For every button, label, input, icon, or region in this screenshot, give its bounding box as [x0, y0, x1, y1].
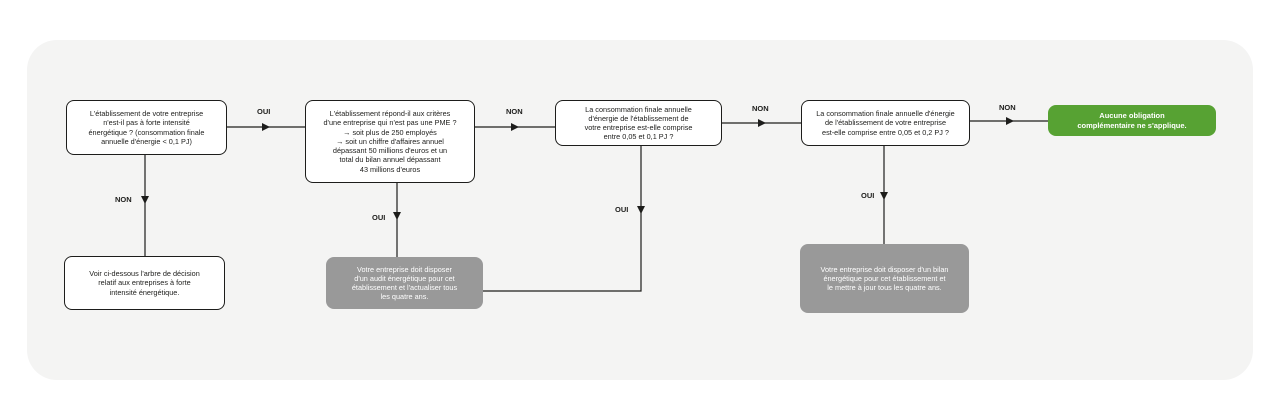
arrowhead-q4-none — [1006, 117, 1014, 125]
arrowhead-q1-q2 — [262, 123, 270, 131]
edge-label-q1-high: NON — [115, 195, 132, 204]
question-high-intensity: L'établissement de votre entreprise n'es… — [66, 100, 227, 155]
arrowhead-q4-bilan — [880, 192, 888, 200]
result-energy-balance: Votre entreprise doit disposer d'un bila… — [800, 244, 969, 313]
edge-label-q4-none: NON — [999, 103, 1016, 112]
arrowhead-q2-audit — [393, 212, 401, 220]
arrowhead-q1-high — [141, 196, 149, 204]
arrowhead-q3-audit — [637, 206, 645, 214]
edge-label-q1-q2: OUI — [257, 107, 271, 116]
result-no-obligation: Aucune obligation complémentaire ne s'ap… — [1048, 105, 1216, 136]
edge-label-q2-q3: NON — [506, 107, 523, 116]
arrowhead-q3-q4 — [758, 119, 766, 127]
question-consumption-0-05-0-2: La consommation finale annuelle d'énergi… — [801, 100, 970, 146]
edge-q3-audit — [483, 146, 642, 292]
question-consumption-0-05-0-1: La consommation finale annuelle d'énergi… — [555, 100, 722, 146]
edge-label-q3-audit: OUI — [615, 205, 629, 214]
result-energy-audit: Votre entreprise doit disposer d'un audi… — [326, 257, 483, 309]
question-non-sme: L'établissement répond-il aux critères d… — [305, 100, 475, 183]
arrowhead-q2-q3 — [511, 123, 519, 131]
edge-label-q3-q4: NON — [752, 104, 769, 113]
edge-label-q2-audit: OUI — [372, 213, 386, 222]
edge-label-q4-bilan: OUI — [861, 191, 875, 200]
result-high-intensity-tree: Voir ci-dessous l'arbre de décision rela… — [64, 256, 225, 310]
